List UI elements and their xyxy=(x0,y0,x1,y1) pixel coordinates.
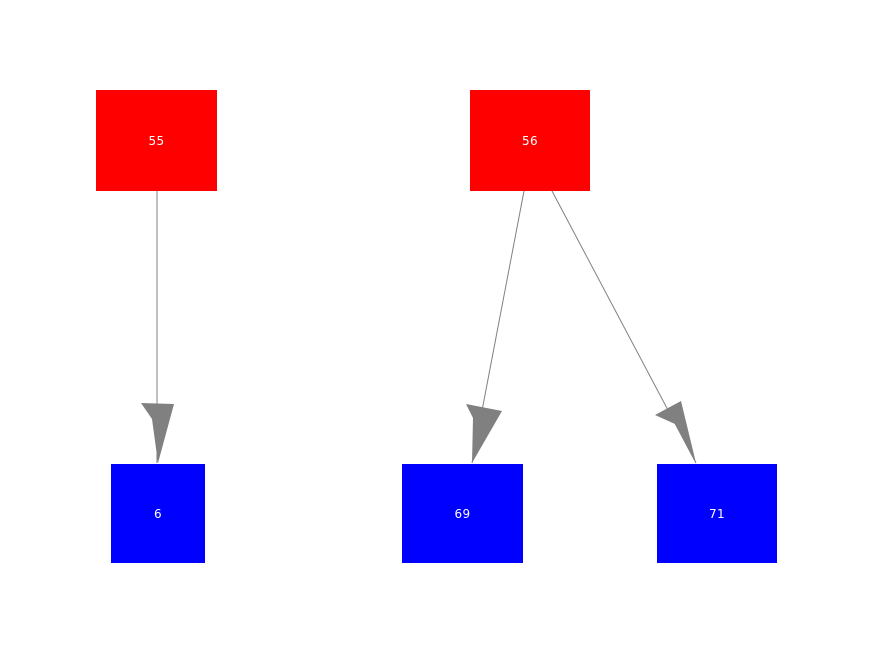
graph-node-69[interactable]: 69 xyxy=(402,464,523,563)
graph-node-56[interactable]: 56 xyxy=(470,90,590,191)
arrowhead-icon xyxy=(466,404,502,463)
graph-node-6[interactable]: 6 xyxy=(111,464,205,563)
graph-node-55[interactable]: 55 xyxy=(96,90,217,191)
edge-55-to-6[interactable] xyxy=(141,191,174,463)
graph-node-71[interactable]: 71 xyxy=(657,464,777,563)
node-label: 6 xyxy=(153,506,163,521)
arrowhead-icon xyxy=(655,401,696,463)
node-label: 56 xyxy=(521,133,539,148)
arrowhead-icon xyxy=(141,403,174,463)
node-label: 69 xyxy=(454,506,471,521)
edge-56-to-71[interactable] xyxy=(551,190,697,464)
node-label: 55 xyxy=(148,133,165,148)
node-label: 71 xyxy=(708,506,726,521)
edge-56-to-69[interactable] xyxy=(466,190,525,464)
